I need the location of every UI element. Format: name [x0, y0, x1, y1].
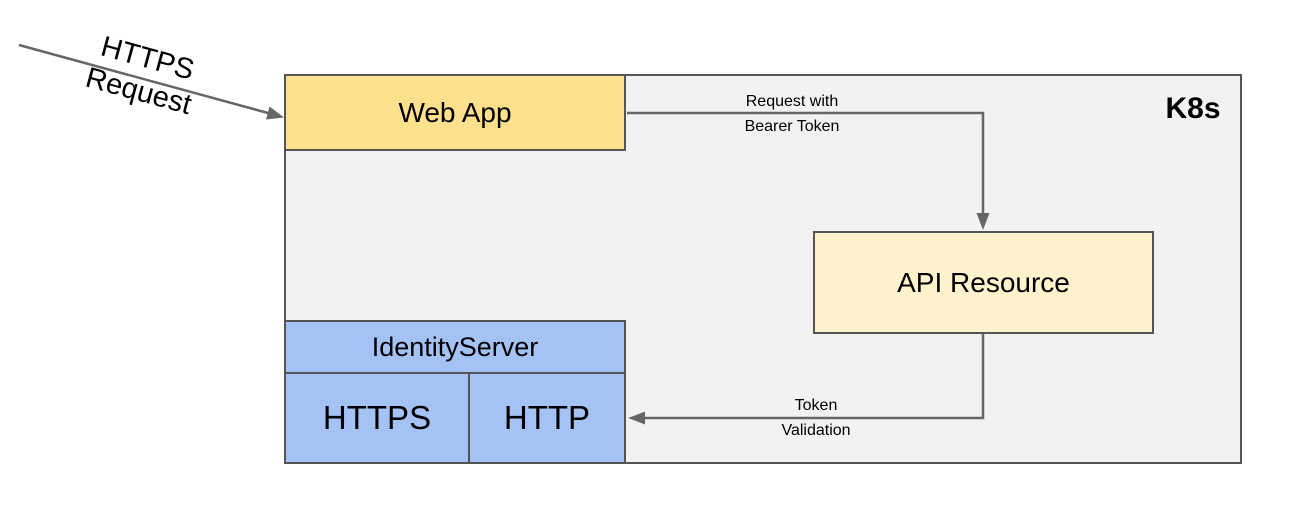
bearer-token-label-line1: Request with: [745, 93, 839, 110]
identity-server-label: IdentityServer: [371, 331, 539, 362]
bearer-token-label-line2: Bearer Token: [744, 118, 840, 135]
https-request-edge-label: HTTPS Request: [38, 16, 249, 134]
api-resource-node: API Resource: [813, 231, 1154, 334]
http-endpoint-node: HTTP: [468, 372, 626, 464]
bearer-token-edge-label: Request with Bearer Token: [711, 89, 873, 139]
http-endpoint-label: HTTP: [503, 399, 591, 436]
token-validation-edge-label: Token Validation: [735, 393, 897, 443]
https-endpoint-node: HTTPS: [284, 372, 470, 464]
token-validation-label-line1: Token: [794, 397, 838, 414]
web-app-node: Web App: [284, 74, 626, 151]
k8s-label: K8s: [1165, 92, 1221, 125]
web-app-label: Web App: [398, 96, 512, 128]
https-endpoint-label: HTTPS: [322, 399, 432, 436]
identity-server-node: IdentityServer: [284, 320, 626, 374]
token-validation-label-line2: Validation: [781, 422, 851, 439]
api-resource-label: API Resource: [897, 266, 1070, 298]
